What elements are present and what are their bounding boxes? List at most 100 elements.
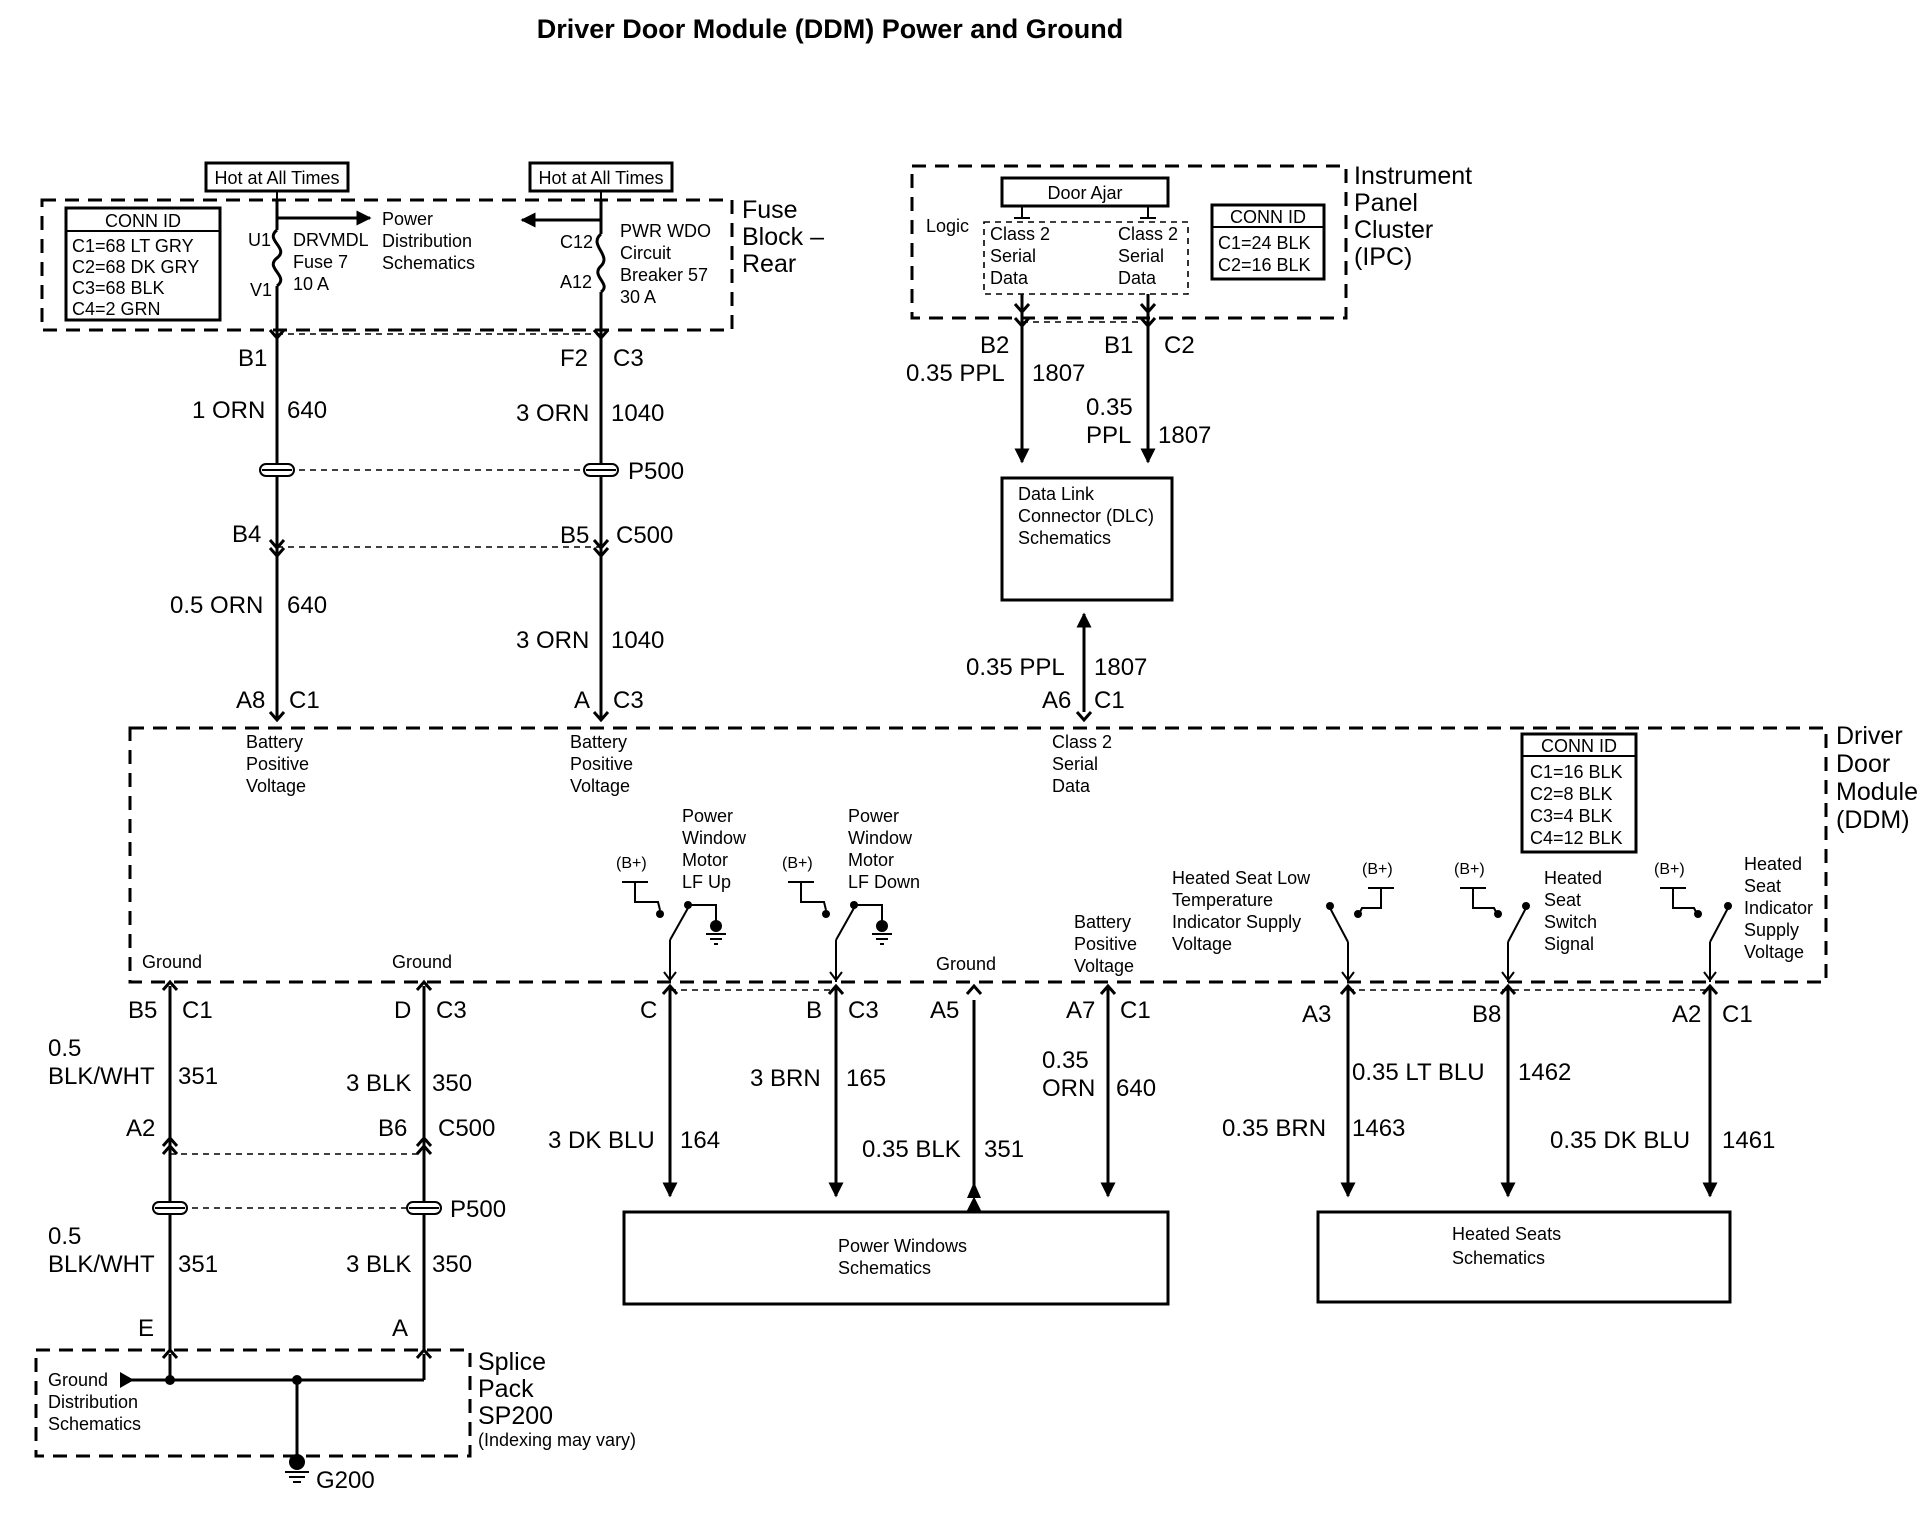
pin-e: E	[138, 1315, 154, 1342]
pin-c1-a7: C1	[1120, 997, 1151, 1024]
pw-up-4: LF Up	[682, 872, 731, 892]
pin-c2-ipc: C2	[1164, 332, 1195, 359]
wire-1807-b-circuit: 1807	[1158, 422, 1211, 449]
connector-c500-upper: C500	[616, 522, 673, 549]
fuse-block-conn-c4: C4=2 GRN	[72, 299, 161, 319]
pw-up-1: Power	[682, 806, 733, 826]
wire-640-c-gauge-2: ORN	[1042, 1075, 1095, 1102]
splice-pack-outline	[34, 1348, 472, 1458]
bplus-hs-switch: (B+)	[1454, 861, 1485, 878]
wire-1463-gauge: 0.35 BRN	[1222, 1115, 1326, 1142]
wire-165-gauge: 3 BRN	[750, 1065, 821, 1092]
breaker-label-2: Circuit	[620, 243, 671, 263]
wire-1040-lower-gauge: 3 ORN	[516, 627, 589, 654]
pin-f2: F2	[560, 345, 588, 372]
wire-1040-upper-circuit: 1040	[611, 400, 664, 427]
hs-ind-4: Supply	[1744, 920, 1799, 940]
ddm-ground-2: Ground	[392, 952, 452, 972]
ddm-class2-1: Class 2	[1052, 732, 1112, 752]
splice-note: (Indexing may vary)	[478, 1430, 636, 1450]
ground-dist-1: Ground	[48, 1370, 108, 1390]
heated-seats-label-1: Heated Seats	[1452, 1224, 1561, 1244]
splice-name-1: Splice	[478, 1348, 546, 1376]
ground-dist-2: Distribution	[48, 1392, 138, 1412]
ddm-name-3: Module	[1836, 778, 1918, 806]
wire-640-c-circuit: 640	[1116, 1075, 1156, 1102]
ipc-name-2: Panel	[1354, 189, 1418, 217]
hot-at-all-times-right-label: Hot at All Times	[538, 168, 663, 188]
ddm-bpv1-3: Voltage	[246, 776, 306, 796]
pin-c3-a: C3	[613, 687, 644, 714]
fuse-pin-v1: V1	[250, 280, 272, 300]
wire-350-upper-gauge: 3 BLK	[346, 1070, 411, 1097]
page-title: Driver Door Module (DDM) Power and Groun…	[537, 14, 1124, 44]
splice-pack-sp200: Splice Pack SP200 (Indexing may vary) Gr…	[34, 1348, 636, 1494]
bplus-pw-up: (B+)	[616, 855, 647, 872]
fuse-label-2: Fuse 7	[293, 252, 348, 272]
wire-1040-upper-gauge: 3 ORN	[516, 400, 589, 427]
wire-350-lower-gauge: 3 BLK	[346, 1251, 411, 1278]
wire-351-lower-gauge-1: 0.5	[48, 1223, 81, 1250]
pin-c1-a2: C1	[1722, 1001, 1753, 1028]
wire-1462-gauge: 0.35 LT BLU	[1352, 1059, 1485, 1086]
breaker-label-4: 30 A	[620, 287, 656, 307]
hs-low-4: Voltage	[1172, 934, 1232, 954]
ddm-conn-c3: C3=4 BLK	[1530, 806, 1613, 826]
pin-a7: A7	[1066, 997, 1095, 1024]
fuse-block-conn-c3: C3=68 BLK	[72, 278, 165, 298]
door-ajar-label: Door Ajar	[1047, 183, 1122, 203]
pin-a: A	[574, 687, 590, 714]
splice-name-2: Pack	[478, 1375, 534, 1403]
wire-1807-b-gauge-2: PPL	[1086, 422, 1131, 449]
ipc-outline	[910, 164, 1348, 320]
ddm-conn-c1: C1=16 BLK	[1530, 762, 1623, 782]
fuse-label-1: DRVMDL	[293, 230, 369, 250]
pin-a8: A8	[236, 687, 265, 714]
bplus-hs-low: (B+)	[1362, 861, 1393, 878]
hot-at-all-times-left-label: Hot at All Times	[214, 168, 339, 188]
ddm-conn-c4: C4=12 BLK	[1530, 828, 1623, 848]
splice-p500-lower: P500	[450, 1196, 506, 1223]
ddm-class2-2: Serial	[1052, 754, 1098, 774]
fuse-7-symbol	[271, 228, 283, 288]
wire-1807-c-gauge: 0.35 PPL	[966, 654, 1065, 681]
heated-seats-schematics-box	[1316, 1210, 1732, 1304]
pw-down-2: Window	[848, 828, 913, 848]
connector-c500-lower: C500	[438, 1115, 495, 1142]
ddm-bpv3-2: Positive	[1074, 934, 1137, 954]
power-dist-2: Distribution	[382, 231, 472, 251]
ddm-conn-id	[1520, 732, 1638, 854]
breaker-pin-a12: A12	[560, 272, 592, 292]
wire-1461-gauge: 0.35 DK BLU	[1550, 1127, 1690, 1154]
hs-low-3: Indicator Supply	[1172, 912, 1301, 932]
ipc-conn-c2: C2=16 BLK	[1218, 255, 1311, 275]
ipc-class2-left-2: Serial	[990, 246, 1036, 266]
ddm-ground-1: Ground	[142, 952, 202, 972]
dlc-label-3: Schematics	[1018, 528, 1111, 548]
pin-b8: B8	[1472, 1001, 1501, 1028]
pin-a3: A3	[1302, 1001, 1331, 1028]
ipc-name-3: Cluster	[1354, 216, 1433, 244]
fuse-block-conn-title: CONN ID	[105, 211, 181, 231]
pin-c: C	[640, 997, 657, 1024]
breaker-label-1: PWR WDO	[620, 221, 711, 241]
wire-640-upper-circuit: 640	[287, 397, 327, 424]
wire-350-lower-circuit: 350	[432, 1251, 472, 1278]
wire-165-circuit: 165	[846, 1065, 886, 1092]
power-windows-schematics-box	[622, 1210, 1170, 1306]
dlc-box	[1000, 476, 1174, 602]
pin-b5-ground: B5	[128, 997, 157, 1024]
breaker-57-symbol	[595, 232, 606, 294]
ground-g200: G200	[316, 1467, 375, 1494]
pin-c1-b5: C1	[182, 997, 213, 1024]
power-windows-label-1: Power Windows	[838, 1236, 967, 1256]
hot-at-all-times-right	[528, 161, 674, 193]
bplus-pw-down: (B+)	[782, 855, 813, 872]
ipc-conn-title: CONN ID	[1230, 207, 1306, 227]
wire-640-upper-gauge: 1 ORN	[192, 397, 265, 424]
wire-640-lower-gauge: 0.5 ORN	[170, 592, 263, 619]
wire-351-lower-gauge-2: BLK/WHT	[48, 1251, 155, 1278]
pw-up-relay-switch	[622, 881, 726, 982]
wire-350-upper-circuit: 350	[432, 1070, 472, 1097]
